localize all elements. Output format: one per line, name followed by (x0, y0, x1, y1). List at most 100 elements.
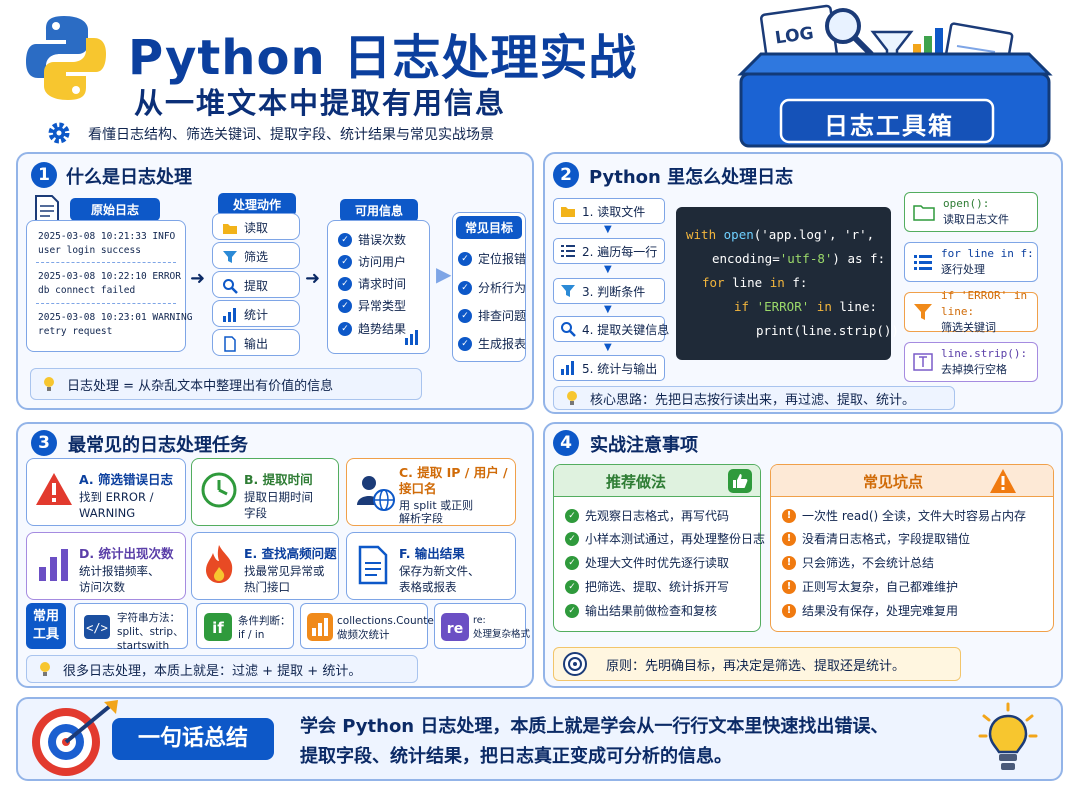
section-title: Python 里怎么处理日志 (589, 167, 794, 188)
tools-label: 常用工具 (26, 603, 66, 649)
step-stat-output: 5. 统计与输出 (553, 355, 665, 381)
arrow-down-icon: ▼ (604, 224, 612, 235)
code-icon: </> (84, 615, 110, 639)
action-item (212, 300, 300, 327)
svg-text:re: re (447, 621, 463, 637)
goal-item: ✓定位报错 (458, 250, 526, 267)
pitfall-item: !正则写太复杂，自己都难维护 (782, 578, 958, 595)
arrow-right-icon: ➜ (190, 268, 206, 289)
page-tagline: 看懂日志结构、筛选关键词、提取字段、统计结果与常见实战场景 (88, 127, 494, 143)
action-output: 输出 (222, 335, 268, 352)
tool-condition: if 条件判断：if / in (196, 603, 294, 649)
chevron-right-icon: ▶ (436, 262, 452, 286)
action-count: 统计 (222, 306, 268, 323)
step-condition: 3. 判断条件 (553, 278, 665, 304)
recommended-item: ✓小样本测试通过，再处理整份日志 (565, 530, 765, 547)
pitfalls-panel: 常见坑点 (770, 464, 1054, 632)
svg-text:if: if (212, 619, 224, 637)
page-title: Python 日志处理实战 (128, 30, 638, 86)
pitfalls-title: 常见坑点 (863, 473, 924, 491)
warning-icon (990, 469, 1016, 493)
recommended-item: ✓处理大文件时优先逐行读取 (565, 554, 729, 571)
lightbulb-icon (41, 376, 57, 392)
action-read: 读取 (222, 219, 268, 236)
lightbulb-icon (564, 390, 580, 406)
info-item: ✓趋势结果 (338, 320, 406, 337)
warning-icon (36, 473, 72, 505)
thumbs-up-icon (728, 469, 752, 493)
goal-item: ✓生成报表 (458, 335, 526, 352)
task-extract-ip: C. 提取 IP / 用户 /接口名 用 split 或正则解析字段 (346, 458, 516, 526)
info-item: ✓异常类型 (338, 297, 406, 314)
toolbox-illustration: LOG 日志工具箱 (735, 4, 1055, 150)
bar-chart-icon (404, 328, 422, 346)
regex-icon: re (441, 613, 469, 641)
action-filter: 筛选 (222, 248, 268, 265)
tool-string-methods: </> 字符串方法：split、strip、startswith (74, 603, 188, 652)
bar-chart-icon (39, 549, 68, 581)
pitfall-item: !一次性 read() 全读，文件大时容易占内存 (782, 507, 1026, 524)
action-item (212, 242, 300, 269)
task-count: D. 统计出现次数 统计报错频率、访问次数 (26, 532, 186, 600)
funnel-icon (913, 303, 933, 321)
goals-label: 常见目标 (456, 216, 522, 239)
recommended-item: ✓先观察日志格式，再写代码 (565, 507, 729, 524)
arrow-down-icon: ▼ (604, 342, 612, 353)
flame-icon (206, 545, 233, 583)
action-item (212, 271, 300, 298)
funnel-icon (222, 249, 238, 265)
target-arrow-icon (24, 700, 122, 778)
section-number: 3 (31, 430, 57, 456)
clock-icon (201, 472, 237, 508)
step-read-file: 1. 读取文件 (553, 198, 665, 224)
text-cursor-icon (913, 353, 933, 371)
task-high-frequency: E. 查找高频问题 找最常见异常或热门接口 (191, 532, 339, 600)
raw-log-label: 原始日志 (70, 198, 160, 221)
document-icon (32, 194, 62, 224)
folder-icon (913, 203, 935, 221)
step-extract: 4. 提取关键信息 (553, 316, 669, 342)
target-icon (563, 652, 587, 676)
page-subtitle: 从一堆文本中提取有用信息 (134, 86, 507, 120)
pitfall-item: !没看清日志格式，字段提取错位 (782, 530, 970, 547)
magnifier-icon (222, 278, 238, 294)
if-icon: if (204, 613, 232, 641)
toolbox-label: 日志工具箱 (824, 112, 954, 140)
funnel-icon (560, 283, 576, 299)
ref-if-error: if 'ERROR' in line:筛选关键词 (904, 289, 1038, 334)
tool-regex: re re:处理复杂格式 (434, 603, 530, 649)
section-note: 很多日志处理，本质上就是：过滤 + 提取 + 统计。 (26, 655, 418, 683)
svg-text:</>: </> (86, 621, 108, 635)
lightbulb-icon (978, 702, 1038, 776)
info-label: 可用信息 (340, 199, 418, 222)
principle-note: 原则：先明确目标，再决定是筛选、提取还是统计。 (553, 647, 961, 681)
lightbulb-icon (37, 661, 53, 677)
info-item: ✓错误次数 (338, 231, 406, 248)
goal-item: ✓排查问题 (458, 307, 526, 324)
step-iterate-lines: 2. 遍历每一行 (553, 238, 665, 264)
raw-log-box (26, 220, 186, 352)
pitfall-item: !结果没有保存，处理完难复用 (782, 602, 958, 619)
section-note: 日志处理 = 从杂乱文本中整理出有价值的信息 (30, 368, 422, 400)
section-title: 什么是日志处理 (66, 167, 192, 188)
section-title: 实战注意事项 (590, 435, 698, 456)
ref-for-loop: for line in f:逐行处理 (904, 242, 1038, 282)
section-number: 1 (31, 162, 57, 188)
task-output: F. 输出结果 保存为新文件、表格或报表 (346, 532, 516, 600)
recommended-panel: 推荐做法 (553, 464, 761, 632)
summary-text: 学会 Python 日志处理，本质上就是学会从一行行文本里快速找出错误、 提取字… (300, 716, 889, 767)
arrow-right-icon: ➜ (305, 268, 321, 289)
section-number: 4 (553, 430, 579, 456)
actions-label: 处理动作 (218, 193, 296, 216)
task-filter-errors: A. 筛选错误日志 找到 ERROR /WARNING (26, 458, 186, 526)
bar-chart-icon (307, 613, 333, 641)
folder-icon (222, 220, 238, 236)
folder-icon (560, 203, 576, 219)
bar-chart-icon (222, 307, 238, 323)
arrow-down-icon: ▼ (604, 264, 612, 275)
gear-icon (46, 120, 72, 146)
recommended-item: ✓输出结果前做检查和复核 (565, 602, 717, 619)
